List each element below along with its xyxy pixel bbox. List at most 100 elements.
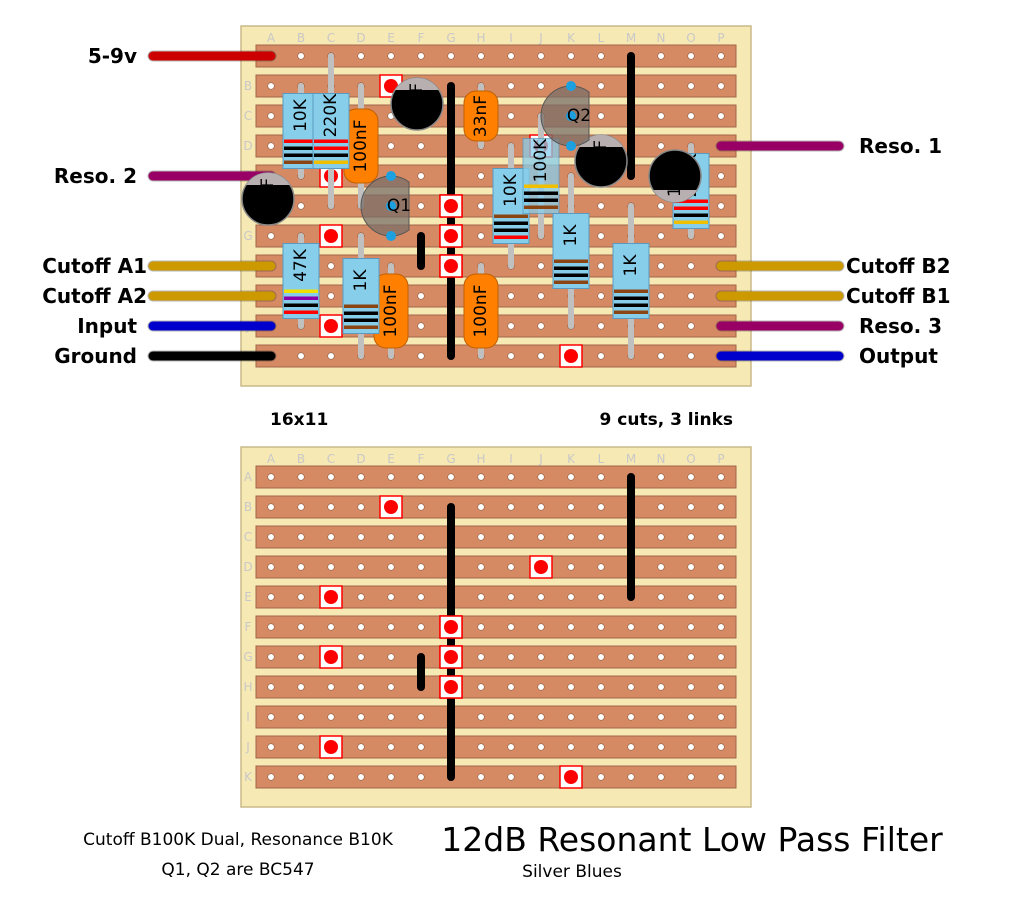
column-label: J [538, 31, 543, 45]
resistor-band [674, 213, 708, 217]
strip-hole [627, 653, 635, 661]
capacitor-label: 100nF [471, 284, 491, 337]
strip-hole [387, 593, 395, 601]
resistor-band [674, 199, 708, 203]
strip-hole [687, 352, 695, 360]
strip-hole [267, 683, 275, 691]
capacitor-label: 10uF [665, 155, 685, 197]
strip-hole [417, 202, 425, 210]
strip-hole [717, 473, 725, 481]
strip-hole [267, 563, 275, 571]
strip-hole [597, 292, 605, 300]
strip-hole [417, 623, 425, 631]
resistor-band [554, 266, 588, 270]
column-label: L [598, 452, 605, 466]
capacitor-label: 10uF [407, 83, 427, 125]
row-label: B [244, 79, 252, 93]
strip-hole [357, 593, 365, 601]
transistor-label: Q1 [387, 196, 411, 216]
strip-hole [507, 623, 515, 631]
strip-hole [687, 563, 695, 571]
strip-hole [477, 52, 485, 60]
row-label: G [243, 650, 252, 664]
transistor-pin [386, 171, 396, 181]
resistor-band [284, 139, 318, 143]
strip-hole [717, 683, 725, 691]
column-label: P [717, 452, 724, 466]
wire-label: Cutoff A2 [42, 284, 147, 308]
strip-hole [507, 112, 515, 120]
strip-hole [717, 172, 725, 180]
strip-hole [477, 713, 485, 721]
column-label: M [626, 452, 636, 466]
resistor-label: 47K [291, 248, 311, 282]
capacitor-label: 100nF [381, 284, 401, 337]
strip-hole [657, 593, 665, 601]
strip-hole [297, 653, 305, 661]
strip-hole [387, 653, 395, 661]
resistor-band [494, 221, 528, 225]
strip-hole [387, 713, 395, 721]
track-cut-dot [324, 229, 338, 243]
column-label: P [717, 31, 724, 45]
strip-hole [537, 683, 545, 691]
strip-hole [417, 292, 425, 300]
strip-hole [657, 142, 665, 150]
polarity-stripe [395, 77, 439, 90]
strip-hole [507, 503, 515, 511]
strip-hole [507, 292, 515, 300]
strip-hole [477, 623, 485, 631]
strip-hole [687, 773, 695, 781]
strip-hole [447, 52, 455, 60]
strip-hole [657, 352, 665, 360]
strip-hole [717, 232, 725, 240]
strip-hole [597, 322, 605, 330]
strip-hole [717, 112, 725, 120]
resistor-band [284, 303, 318, 307]
strip-hole [567, 713, 575, 721]
strip-hole [297, 533, 305, 541]
row-label: A [244, 470, 253, 484]
strip-hole [567, 533, 575, 541]
resistor-band [674, 206, 708, 210]
strip-hole [477, 533, 485, 541]
strip-hole [687, 743, 695, 751]
strip-hole [687, 322, 695, 330]
capacitor-label: 33nF [471, 95, 491, 137]
strip-hole [417, 352, 425, 360]
resistor-band [524, 191, 558, 195]
strip-hole [507, 563, 515, 571]
resistor-band [614, 310, 648, 314]
strip-hole [477, 653, 485, 661]
strip-hole [297, 773, 305, 781]
transistor-pin [386, 231, 396, 241]
strip-hole [567, 743, 575, 751]
strip-hole [327, 262, 335, 270]
strip-hole [717, 623, 725, 631]
strip-hole [297, 503, 305, 511]
strip-hole [267, 232, 275, 240]
resistor-label: 10K [501, 173, 521, 207]
strip-hole [417, 713, 425, 721]
resistor-band [314, 160, 348, 164]
column-label: H [476, 452, 485, 466]
strip-hole [567, 563, 575, 571]
column-label: O [686, 31, 695, 45]
resistor-band [614, 289, 648, 293]
copper-strip [255, 615, 737, 639]
strip-hole [477, 172, 485, 180]
strip-hole [687, 503, 695, 511]
track-cut-dot [444, 229, 458, 243]
strip-hole [507, 473, 515, 481]
strip-hole [387, 773, 395, 781]
strip-hole [597, 112, 605, 120]
strip-hole [657, 503, 665, 511]
strip-hole [417, 473, 425, 481]
column-label: L [598, 31, 605, 45]
row-label: I [246, 710, 250, 724]
strip-hole [417, 773, 425, 781]
track-cut-dot [444, 680, 458, 694]
strip-hole [387, 623, 395, 631]
